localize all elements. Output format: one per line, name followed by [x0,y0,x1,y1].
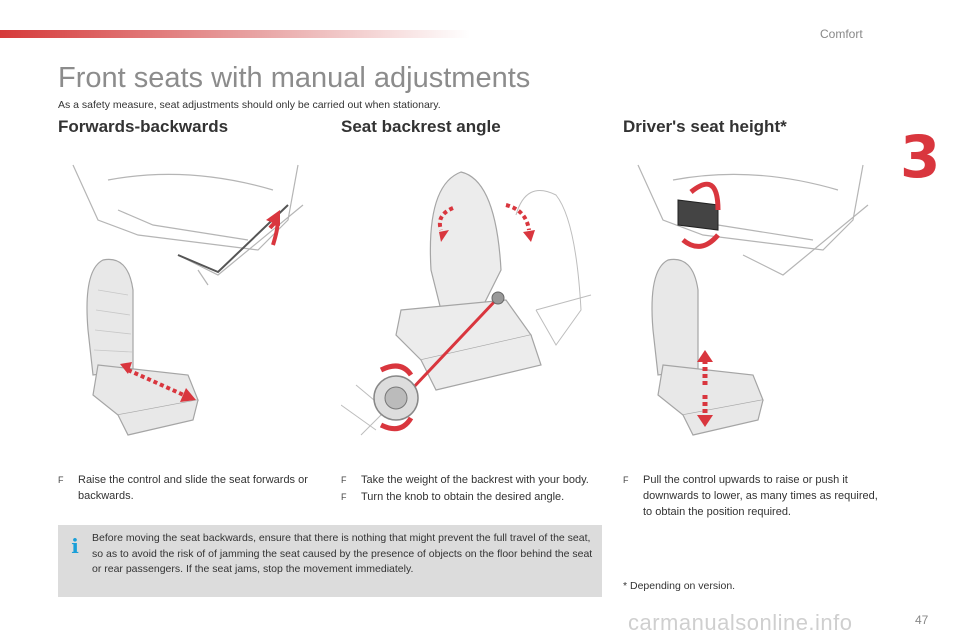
knob-rotate-arrow-icon [379,363,414,377]
note-text: Before moving the seat backwards, ensure… [92,532,593,575]
chapter-number: 3 [900,123,941,191]
heading-forwards-backwards: Forwards-backwards [58,117,229,136]
instruction-item: F Pull the control upwards to raise or p… [623,472,878,520]
heading-backrest-angle: Seat backrest angle [341,117,501,136]
instructions-forwards-backwards: F Raise the control and slide the seat f… [58,472,313,505]
lever-up-arrow-icon [689,181,721,211]
bullet-icon: F [341,475,347,485]
watermark: carmanualsonline.info [628,610,853,635]
safety-subtitle: As a safety measure, seat adjustments sh… [58,99,441,111]
header-accent-bar [0,30,470,38]
instruction-text: Take the weight of the backrest with you… [361,474,589,486]
instruction-item: F Raise the control and slide the seat f… [58,472,313,504]
instruction-text: Turn the knob to obtain the desired angl… [361,491,565,503]
instructions-seat-height: F Pull the control upwards to raise or p… [623,472,878,521]
instruction-text: Raise the control and slide the seat for… [78,474,308,502]
slide-arrow-icon [127,368,187,398]
instruction-text: Pull the control upwards to raise or pus… [643,474,878,518]
bullet-icon: F [623,475,629,485]
instruction-item: F Turn the knob to obtain the desired an… [341,489,596,505]
instruction-item: F Take the weight of the backrest with y… [341,472,596,488]
backrest-forward-arrow-icon [437,206,454,231]
seat-slide-illustration [72,164,304,436]
bullet-icon: F [341,492,347,502]
lever-down-arrow-icon [681,233,720,249]
backrest-back-arrow-icon [505,203,531,231]
bullet-icon: F [58,475,64,485]
instructions-backrest-angle: F Take the weight of the backrest with y… [341,472,596,506]
info-icon: i [71,534,79,558]
seat-height-illustration [637,164,869,436]
page-title: Front seats with manual adjustments [58,62,531,94]
backrest-angle-illustration [341,171,592,436]
warning-note-box: i Before moving the seat backwards, ensu… [58,525,602,597]
section-name: Comfort [820,27,863,41]
heading-seat-height: Driver's seat height* [623,117,787,136]
footnote: * Depending on version. [623,580,736,592]
page-number: 47 [915,613,929,627]
height-up-arrow-icon [697,350,713,362]
height-down-arrow-icon [697,415,713,427]
